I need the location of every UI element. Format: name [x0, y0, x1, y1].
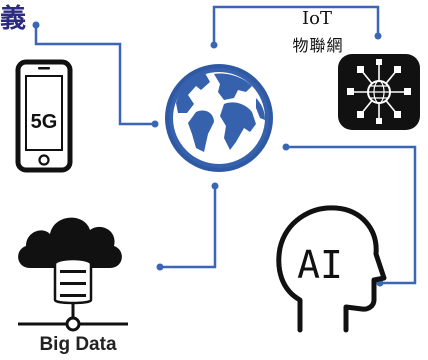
iot-subtitle: 物聯網	[292, 36, 344, 55]
connector-globe-ai	[286, 145, 417, 285]
bigdata-label: Big Data	[39, 334, 117, 355]
connector-dot	[210, 41, 218, 49]
connector-dot	[32, 21, 40, 29]
cloud-database-icon	[18, 217, 128, 332]
iot-title: IoT	[302, 8, 332, 29]
connector-phone-globe	[34, 25, 155, 126]
globe-icon	[165, 64, 273, 172]
iot-network-icon	[338, 54, 420, 130]
ai-label: AI	[297, 243, 343, 287]
connector-dot	[211, 182, 219, 190]
connector-globe-iot	[212, 5, 380, 45]
phone-label: 5G	[31, 111, 58, 133]
heading-text: 義	[0, 4, 28, 34]
connector-globe-bigdata	[160, 186, 217, 269]
connectors	[34, 5, 417, 285]
connector-dot	[374, 32, 382, 40]
smartphone-icon	[15, 59, 73, 173]
connector-endpoints	[32, 21, 384, 287]
connector-dot	[156, 263, 164, 271]
connector-dot	[151, 120, 159, 128]
ai-head-icon	[276, 205, 387, 333]
connector-dot	[282, 143, 290, 151]
